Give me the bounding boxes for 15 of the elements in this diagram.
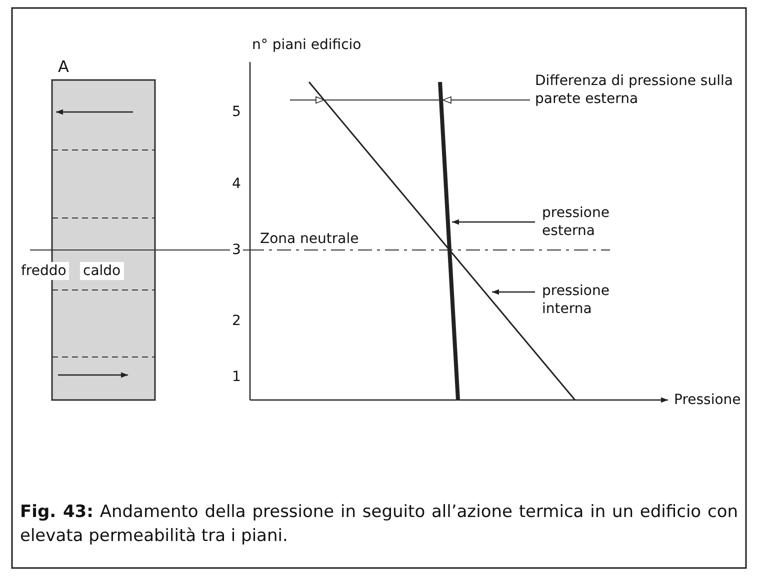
callout-text: pressione esterna: [542, 204, 632, 240]
callout-text: pressione interna: [542, 282, 632, 318]
figure-caption: Fig. 43: Andamento della pressione in seguito all’azione termica in un edificio con elevata permeabilità tra i piani.: [20, 501, 738, 548]
tick-label: 5: [232, 103, 241, 121]
tick-label: 1: [232, 368, 241, 386]
leader-line: [452, 219, 535, 225]
axis-label: n° piani edificio: [252, 36, 362, 54]
tick-label: 4: [232, 175, 241, 193]
side-label: caldo: [80, 262, 124, 280]
callout-letter: A: [58, 58, 69, 76]
callout-text: Differenza di pressione sulla parete esterna: [535, 72, 734, 108]
axis-label: Pressione: [674, 391, 741, 409]
side-label: freddo: [18, 262, 70, 280]
tick-label: 2: [232, 312, 241, 330]
leader-line: [492, 289, 535, 295]
